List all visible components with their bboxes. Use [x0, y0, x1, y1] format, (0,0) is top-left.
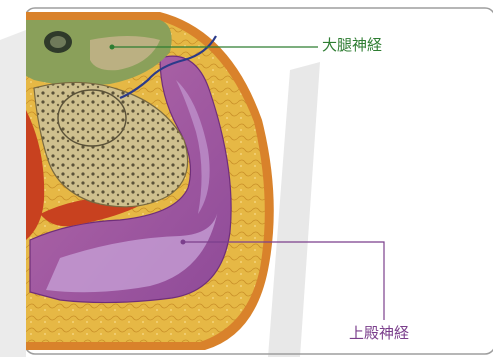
label-panel: [300, 40, 493, 357]
label-superior-gluteal-nerve: 上殿神経: [349, 326, 409, 341]
femoral-vessel-lumen: [50, 36, 66, 48]
femoral-head: [58, 90, 126, 146]
left-shadow: [0, 30, 26, 357]
label-femoral-nerve: 大腿神経: [322, 38, 382, 53]
